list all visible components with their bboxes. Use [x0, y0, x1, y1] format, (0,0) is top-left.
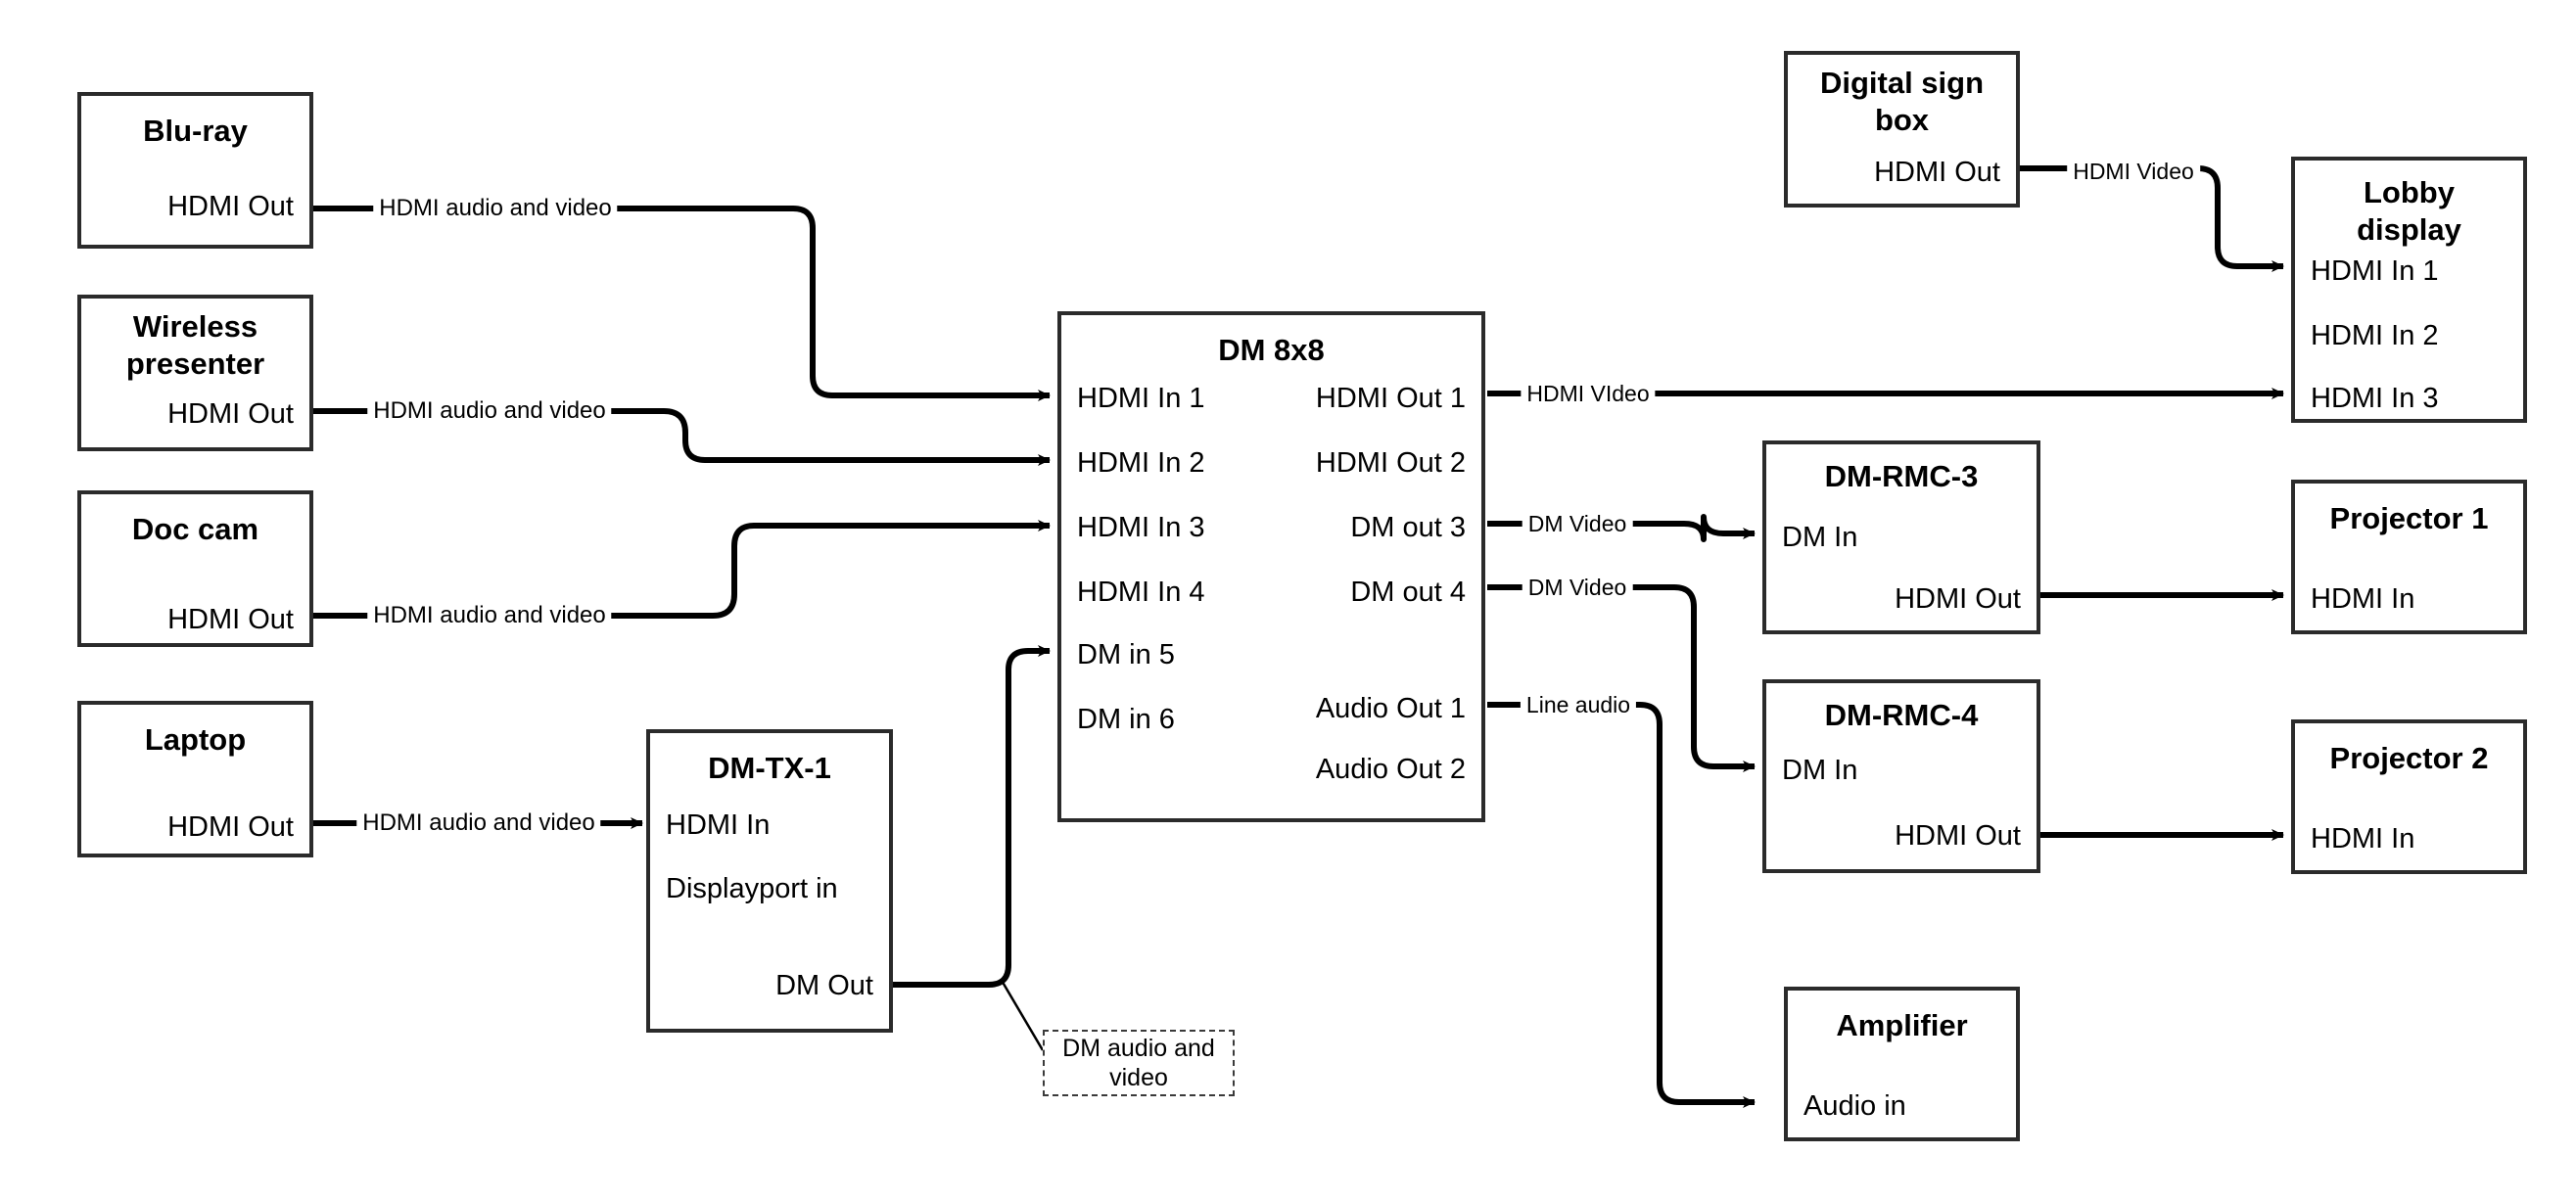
wire-doccam-to-dm8x8 [313, 520, 1051, 619]
node-title-line2: box [1874, 103, 1930, 137]
node-title-line1: Digital sign [1819, 66, 1985, 100]
port-hdmi-in-1: HDMI In 1 [2311, 255, 2439, 287]
wire-label-audio-out-1: Line audio [1520, 691, 1637, 718]
wire-label-bluray: HDMI audio and video [373, 195, 618, 222]
port-dm-in: DM In [1782, 755, 1858, 786]
port-hdmi-out: HDMI Out [167, 398, 294, 430]
node-title: Laptop [144, 722, 247, 757]
node-title-line1: Wireless [132, 309, 258, 344]
node-bluray[interactable]: Blu-ray HDMI Out [77, 92, 313, 249]
port-hdmi-out: HDMI Out [1895, 583, 2021, 615]
port-hdmi-in: HDMI In [2311, 823, 2415, 855]
wire-label-wireless: HDMI audio and video [367, 397, 612, 425]
port-hdmi-out: HDMI Out [167, 811, 294, 843]
wire-dm8x8-to-amplifier [1487, 702, 1756, 1108]
wire-wireless-to-dm8x8 [313, 408, 1051, 466]
port-hdmi-in: HDMI In [666, 809, 771, 841]
port-hdmi-in-2: HDMI In 2 [2311, 320, 2439, 351]
wire-dm8x8-to-dmrmc4 [1487, 584, 1756, 772]
wire-label-laptop: HDMI audio and video [356, 809, 601, 837]
wire-bluray-to-dm8x8 [313, 206, 1051, 401]
node-doc-cam[interactable]: Doc cam HDMI Out [77, 490, 313, 647]
node-digital-sign-box[interactable]: Digital sign box HDMI Out [1784, 51, 2020, 208]
node-wireless-presenter[interactable]: Wireless presenter HDMI Out [77, 295, 313, 451]
port-hdmi-out: HDMI Out [1874, 157, 2000, 188]
wire-dmtx1-to-dm8x8 [893, 645, 1051, 988]
port-dm-in-6: DM in 6 [1077, 704, 1175, 735]
node-title: DM 8x8 [1218, 333, 1325, 367]
port-hdmi-out-2: HDMI Out 2 [1315, 447, 1466, 479]
node-laptop[interactable]: Laptop HDMI Out [77, 701, 313, 857]
wire-label-doccam: HDMI audio and video [367, 602, 612, 629]
port-hdmi-in-4: HDMI In 4 [1077, 577, 1205, 608]
node-amplifier[interactable]: Amplifier Audio in [1784, 987, 2020, 1141]
node-lobby-display[interactable]: Lobby display HDMI In 1 HDMI In 2 HDMI I… [2291, 157, 2527, 423]
node-title: Doc cam [131, 512, 259, 546]
wire-label-dm-out-3: DM Video [1522, 510, 1633, 537]
port-audio-out-2: Audio Out 2 [1315, 754, 1466, 785]
port-dm-out-3: DM out 3 [1350, 512, 1466, 543]
node-title: Amplifier [1836, 1008, 1968, 1042]
node-projector-1[interactable]: Projector 1 HDMI In [2291, 480, 2527, 634]
port-dm-out-4: DM out 4 [1350, 577, 1466, 608]
wire-label-dm-out-4: DM Video [1522, 574, 1633, 601]
wire-dm8x8-to-dmrmc3 [1487, 514, 1756, 542]
node-title: DM-TX-1 [708, 751, 831, 785]
port-audio-out-1: Audio Out 1 [1315, 693, 1466, 724]
port-hdmi-in: HDMI In [2311, 583, 2415, 615]
node-dm-rmc-3[interactable]: DM-RMC-3 DM In HDMI Out [1762, 440, 2040, 634]
node-title: DM-RMC-4 [1824, 698, 1979, 732]
port-hdmi-in-1: HDMI In 1 [1077, 383, 1205, 414]
node-title-line2: display [2357, 212, 2461, 247]
node-title: Projector 2 [2329, 741, 2489, 775]
port-hdmi-out: HDMI Out [1895, 820, 2021, 852]
callout-leader-line [999, 978, 1045, 1051]
node-title: Projector 1 [2329, 501, 2489, 535]
port-displayport-in: Displayport in [666, 873, 838, 904]
port-audio-in: Audio in [1803, 1090, 1906, 1122]
node-projector-2[interactable]: Projector 2 HDMI In [2291, 719, 2527, 874]
node-dm-8x8[interactable]: DM 8x8 HDMI In 1 HDMI In 2 HDMI In 3 HDM… [1057, 311, 1485, 822]
port-hdmi-in-2: HDMI In 2 [1077, 447, 1205, 479]
callout-text: DM audio and video [1062, 1035, 1215, 1091]
node-dm-rmc-4[interactable]: DM-RMC-4 DM In HDMI Out [1762, 679, 2040, 873]
node-title: Blu-ray [143, 114, 248, 148]
port-hdmi-in-3: HDMI In 3 [1077, 512, 1205, 543]
port-hdmi-out: HDMI Out [167, 604, 294, 635]
wire-label-digital-sign: HDMI Video [2067, 158, 2200, 185]
node-dm-tx-1[interactable]: DM-TX-1 HDMI In Displayport in DM Out [646, 729, 893, 1033]
callout-dm-audio-video: DM audio and video [1043, 1030, 1235, 1096]
port-dm-out: DM Out [775, 970, 873, 1001]
node-title-line2: presenter [125, 346, 265, 381]
port-hdmi-out-1: HDMI Out 1 [1315, 383, 1466, 414]
wire-digitalsign-to-lobby [2020, 165, 2284, 272]
port-hdmi-in-3: HDMI In 3 [2311, 383, 2439, 414]
port-hdmi-out: HDMI Out [167, 191, 294, 222]
port-dm-in: DM In [1782, 522, 1858, 553]
wire-label-hdmi-out-1: HDMI VIdeo [1521, 380, 1656, 407]
node-title: DM-RMC-3 [1824, 459, 1979, 493]
port-dm-in-5: DM in 5 [1077, 639, 1175, 670]
node-title-line1: Lobby [2364, 175, 2455, 209]
